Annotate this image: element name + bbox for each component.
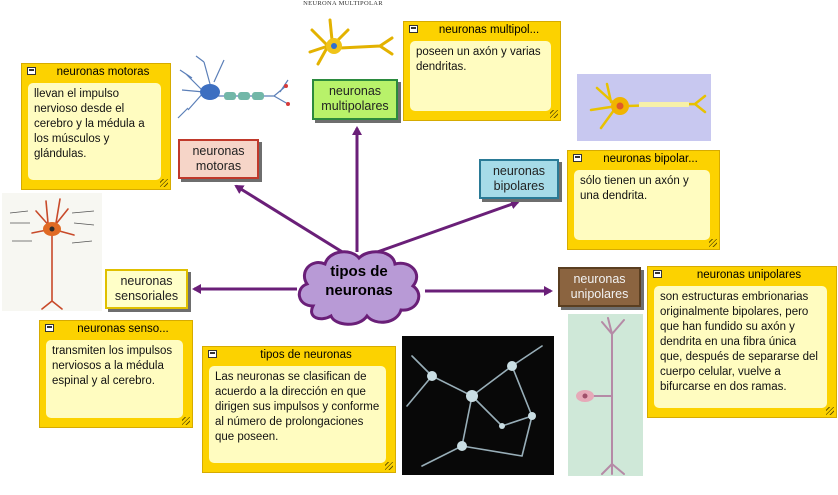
resize-grip-icon[interactable] <box>709 239 717 247</box>
note-icon <box>573 154 582 162</box>
connector-bipolares <box>365 199 520 258</box>
node-multipolares-label: neuronas multipolares <box>321 84 389 113</box>
resize-grip-icon[interactable] <box>550 110 558 118</box>
sensory-neuron-image <box>2 193 102 311</box>
note-tipos-text: Las neuronas se clasifican de acuerdo a … <box>209 366 386 463</box>
resize-grip-icon[interactable] <box>385 462 393 470</box>
note-motoras-title: neuronas motoras <box>56 66 150 78</box>
note-unipolares-title: neuronas unipolares <box>696 269 802 281</box>
resize-grip-icon[interactable] <box>160 179 168 187</box>
multipolar-image-title: NEURONA MULTIPOLAR <box>303 0 383 7</box>
center-label-line2: neuronas <box>325 282 393 299</box>
node-bipolares[interactable]: neuronas bipolares <box>479 159 559 199</box>
note-sensoriales[interactable]: neuronas senso... transmiten los impulso… <box>39 320 193 428</box>
note-bipolares-title: neuronas bipolar... <box>603 153 698 165</box>
note-sensoriales-title: neuronas senso... <box>77 323 169 335</box>
note-tipos[interactable]: tipos de neuronas Las neuronas se clasif… <box>202 346 396 473</box>
node-sensoriales[interactable]: neuronas sensoriales <box>105 269 188 309</box>
note-sensoriales-text: transmiten los impulsos nerviosos a la m… <box>46 340 183 418</box>
bipolar-neuron-image <box>577 74 711 141</box>
node-sensoriales-label: neuronas sensoriales <box>114 274 179 303</box>
note-icon <box>653 270 662 278</box>
note-unipolares-text: son estructuras embrionarias originalmen… <box>654 286 827 408</box>
node-unipolares[interactable]: neuronas unipolares <box>558 267 641 307</box>
motor-neuron-image <box>174 52 294 132</box>
note-multipolares-text: poseen un axón y varias dendritas. <box>410 41 551 111</box>
connector-motoras <box>234 184 353 260</box>
note-unipolares[interactable]: neuronas unipolares son estructuras embr… <box>647 266 837 418</box>
note-icon <box>208 350 217 358</box>
resize-grip-icon[interactable] <box>826 407 834 415</box>
multipolar-neuron-image: NEURONA MULTIPOLAR <box>288 0 398 72</box>
note-icon <box>27 67 36 75</box>
note-icon <box>45 324 54 332</box>
center-label: tipos de neuronas <box>293 262 425 300</box>
center-cloud[interactable] <box>293 246 425 328</box>
node-bipolares-label: neuronas bipolares <box>492 164 546 193</box>
note-tipos-title: tipos de neuronas <box>260 349 352 361</box>
note-motoras-text: llevan el impulso nervioso desde el cere… <box>28 83 161 180</box>
note-icon <box>409 25 418 33</box>
node-multipolares[interactable]: neuronas multipolares <box>312 79 398 120</box>
note-bipolares[interactable]: neuronas bipolar... sólo tienen un axón … <box>567 150 720 250</box>
neuron-network-photo <box>402 336 554 475</box>
node-unipolares-label: neuronas unipolares <box>570 272 629 301</box>
center-label-line1: tipos de <box>330 263 388 280</box>
node-motoras[interactable]: neuronas motoras <box>178 139 259 179</box>
resize-grip-icon[interactable] <box>182 417 190 425</box>
unipolar-neuron-image <box>568 314 643 476</box>
note-bipolares-text: sólo tienen un axón y una dendrita. <box>574 170 710 240</box>
note-motoras[interactable]: neuronas motoras llevan el impulso nervi… <box>21 63 171 190</box>
note-multipolares-title: neuronas multipol... <box>438 24 540 36</box>
note-multipolares[interactable]: neuronas multipol... poseen un axón y va… <box>403 21 561 121</box>
node-motoras-label: neuronas motoras <box>192 144 245 173</box>
